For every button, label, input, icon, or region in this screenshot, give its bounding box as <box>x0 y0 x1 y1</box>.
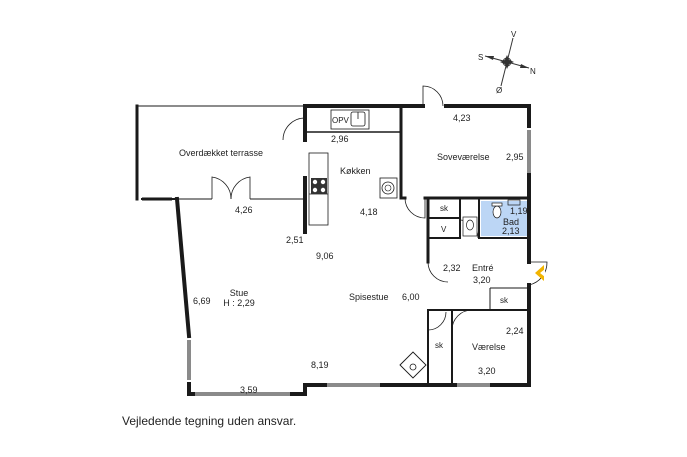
dim-bath-depth: 2,13 <box>502 226 520 236</box>
dim-living-window: 3,59 <box>240 385 258 395</box>
dim-living-b: 9,06 <box>316 251 334 261</box>
dim-terrace-width: 4,26 <box>235 205 253 215</box>
dim-entrance-b: 3,20 <box>473 275 491 285</box>
dim-kitchen-depth: 4,18 <box>360 207 378 217</box>
label-opv: OPV <box>332 116 350 125</box>
dim-bath-width: 1,19 <box>510 206 528 216</box>
compass-o: Ø <box>496 86 502 95</box>
bath-fill <box>481 201 528 236</box>
compass-s: S <box>478 53 483 62</box>
room-kitchen: Køkken <box>340 166 371 176</box>
compass-rose: S N V Ø <box>478 30 536 95</box>
room-bedroom-small: Værelse <box>472 342 506 352</box>
dim-entrance-a: 2,32 <box>443 263 461 273</box>
kitchen-counters <box>308 109 398 226</box>
dim-living-depth: 6,69 <box>193 296 211 306</box>
compass-v: V <box>511 30 517 39</box>
dim-room-width: 3,20 <box>478 366 496 376</box>
room-bedroom: Soveværelse <box>437 152 490 162</box>
label-closet-1: sk <box>440 204 449 213</box>
label-ventilation: V <box>441 225 447 234</box>
dim-total-width: 8,19 <box>311 360 329 370</box>
room-living: Stue <box>230 288 249 298</box>
dim-kitchen-width: 2,96 <box>331 134 349 144</box>
dim-living-a: 2,51 <box>286 235 304 245</box>
dim-bedroom-depth: 2,95 <box>506 152 524 162</box>
label-closet-3: sk <box>435 341 444 350</box>
dim-bedroom-width: 4,23 <box>453 113 471 123</box>
room-dining: Spisestue <box>349 292 389 302</box>
stove-icon <box>399 351 427 379</box>
interior-walls <box>304 104 531 386</box>
terrace-door <box>211 176 251 200</box>
disclaimer-text: Vejledende tegning uden ansvar. <box>122 414 297 428</box>
dim-dining-depth: 6,00 <box>402 292 420 302</box>
exterior-walls <box>141 104 531 396</box>
entrance-arrow-icon <box>535 265 545 281</box>
compass-n: N <box>530 67 536 76</box>
room-entrance: Entré <box>472 263 494 273</box>
dim-room-depth: 2,24 <box>506 326 524 336</box>
bath-fixtures <box>462 199 521 237</box>
label-closet-2: sk <box>500 296 509 305</box>
room-terrace: Overdækket terrasse <box>179 148 263 158</box>
room-bath: Bad <box>503 217 519 227</box>
room-living-height: H : 2,29 <box>223 298 255 308</box>
